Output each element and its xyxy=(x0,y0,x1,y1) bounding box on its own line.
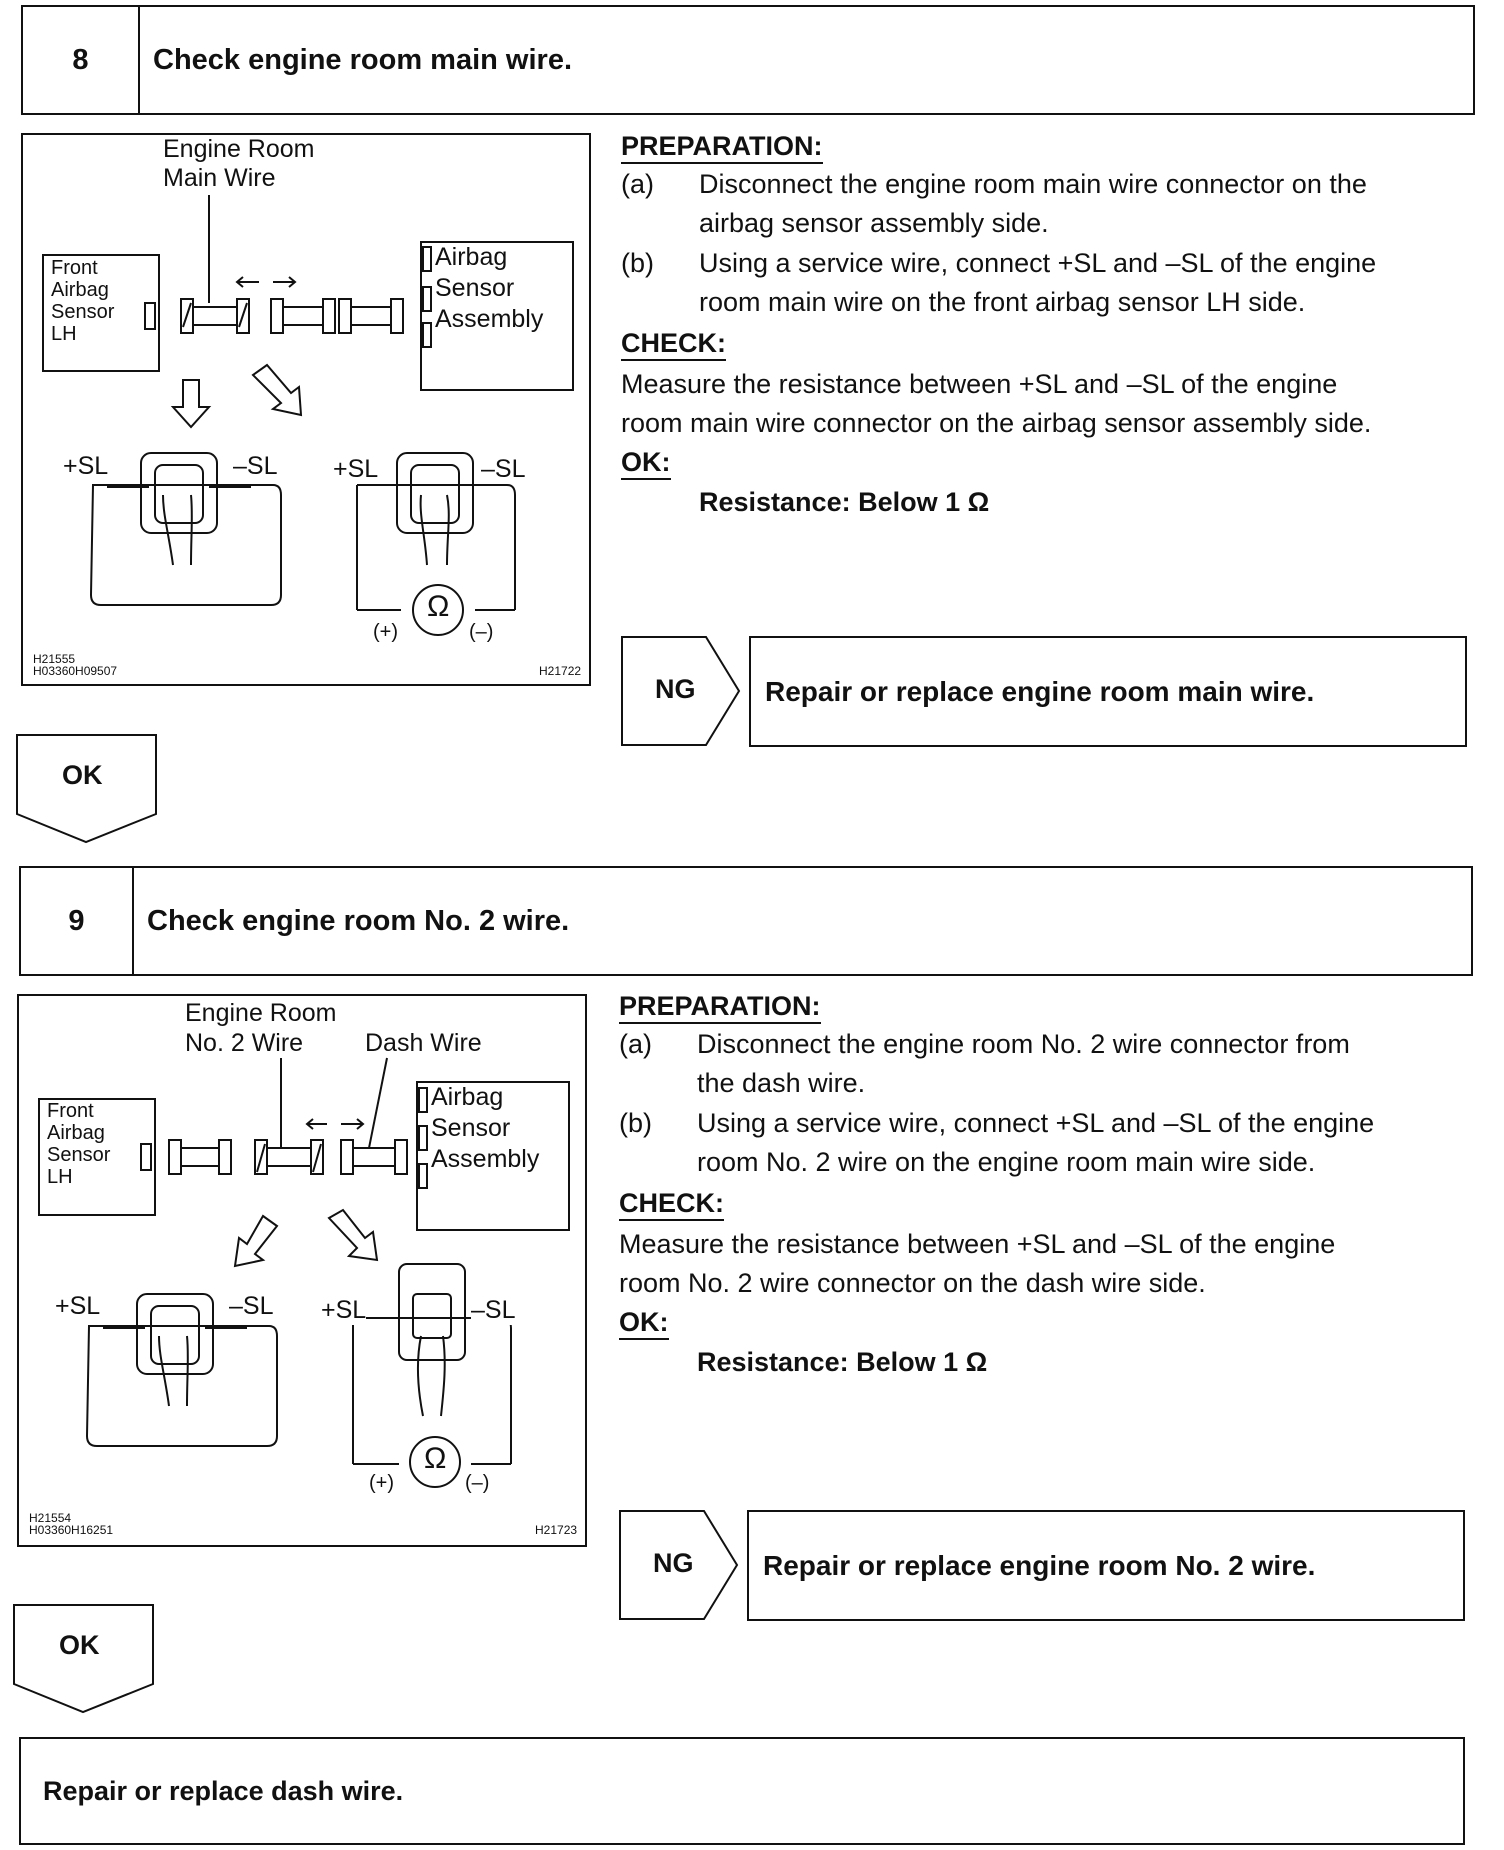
ohm-symbol: Ω xyxy=(427,590,450,623)
plus-sl-left: +SL xyxy=(55,1292,101,1321)
minus-sl-right: –SL xyxy=(481,455,526,484)
label-dash-wire: Dash Wire xyxy=(365,1029,482,1057)
wiring-diagram xyxy=(38,1057,570,1488)
ng-label: NG xyxy=(653,1548,694,1578)
prep-line: Disconnect the engine room main wire con… xyxy=(699,169,1367,199)
check-line: Measure the resistance between +SL and –… xyxy=(619,1229,1336,1259)
ng-label: NG xyxy=(655,674,696,704)
minus-sl-left: –SL xyxy=(229,1292,274,1321)
ok-label: OK xyxy=(59,1630,100,1660)
ng-arrow-shape xyxy=(619,1510,739,1620)
prep-line: the dash wire. xyxy=(697,1068,866,1098)
step-8-figure: Engine Room Main Wire Front Airbag Senso… xyxy=(21,133,591,686)
probe-minus: (–) xyxy=(465,1472,490,1494)
prep-line: Disconnect the engine room No. 2 wire co… xyxy=(697,1029,1350,1059)
final-action-box: Repair or replace dash wire. xyxy=(19,1737,1465,1845)
step-9-figure: Engine Room No. 2 Wire Dash Wire Front A… xyxy=(17,994,587,1547)
label-assy-1: Airbag xyxy=(435,243,508,271)
ng-action-box: Repair or replace engine room No. 2 wire… xyxy=(747,1510,1465,1621)
wiring-diagram xyxy=(42,195,574,636)
label-wire-line2: Main Wire xyxy=(163,164,276,192)
ok-arrow-shape xyxy=(16,734,157,844)
ng-indicator: NG xyxy=(619,1510,739,1621)
prep-line: room No. 2 wire on the engine room main … xyxy=(697,1147,1316,1177)
plus-sl-left: +SL xyxy=(63,452,109,481)
label-assy-3: Assembly xyxy=(435,305,544,333)
label-wire-line1: Engine Room xyxy=(185,999,337,1027)
label-front-3: Sensor xyxy=(47,1144,111,1166)
prep-line: room main wire on the front airbag senso… xyxy=(699,287,1306,317)
ok-arrow-shape xyxy=(13,1604,154,1714)
probe-plus: (+) xyxy=(369,1472,394,1494)
preparation-heading: PREPARATION: xyxy=(619,990,821,1024)
ng-indicator: NG xyxy=(621,636,741,747)
probe-minus: (–) xyxy=(469,621,494,643)
prep-label: (a) xyxy=(619,1029,652,1059)
figure-code-3: H21723 xyxy=(535,1523,578,1537)
check-line: room No. 2 wire connector on the dash wi… xyxy=(619,1268,1206,1298)
ok-heading: OK: xyxy=(621,446,671,480)
ohm-symbol: Ω xyxy=(424,1442,447,1475)
ok-heading: OK: xyxy=(619,1306,669,1340)
preparation-heading: PREPARATION: xyxy=(621,130,823,164)
prep-item-b: (b) Using a service wire, connect +SL an… xyxy=(621,244,1481,324)
check-line: room main wire connector on the airbag s… xyxy=(621,408,1372,438)
ok-indicator: OK xyxy=(13,1604,155,1714)
label-front-3: Sensor xyxy=(51,301,115,323)
step-title: Check engine room No. 2 wire. xyxy=(147,904,570,937)
ok-indicator: OK xyxy=(16,734,158,844)
prep-label: (b) xyxy=(619,1108,652,1138)
check-line: Measure the resistance between +SL and –… xyxy=(621,369,1338,399)
figure-code-1: H21555 xyxy=(33,652,76,666)
probe-plus: (+) xyxy=(373,621,398,643)
resistance-spec: Resistance: Below 1 Ω xyxy=(697,1347,988,1377)
label-front-4: LH xyxy=(51,323,77,345)
label-wire-line2: No. 2 Wire xyxy=(185,1029,304,1057)
label-assy-3: Assembly xyxy=(431,1145,540,1173)
ng-arrow-shape xyxy=(621,636,741,746)
step-number: 8 xyxy=(23,7,140,113)
ok-label: OK xyxy=(62,760,103,790)
minus-sl-right: –SL xyxy=(471,1296,516,1325)
label-front-4: LH xyxy=(47,1166,73,1188)
prep-item-a: (a) Disconnect the engine room No. 2 wir… xyxy=(619,1025,1479,1105)
prep-line: Using a service wire, connect +SL and –S… xyxy=(699,248,1377,278)
figure-code-2: H03360H09507 xyxy=(33,664,118,678)
label-front-1: Front xyxy=(51,257,98,279)
label-front-2: Airbag xyxy=(51,279,109,301)
label-assy-1: Airbag xyxy=(431,1083,504,1111)
label-front-1: Front xyxy=(47,1100,94,1122)
plus-sl-right: +SL xyxy=(333,455,379,484)
ng-action-box: Repair or replace engine room main wire. xyxy=(749,636,1467,747)
step-number: 9 xyxy=(21,868,134,974)
prep-item-b: (b) Using a service wire, connect +SL an… xyxy=(619,1104,1479,1184)
prep-line: Using a service wire, connect +SL and –S… xyxy=(697,1108,1375,1138)
step-9-header: 9 Check engine room No. 2 wire. xyxy=(19,866,1473,976)
prep-line: airbag sensor assembly side. xyxy=(699,208,1049,238)
label-wire-line1: Engine Room xyxy=(163,135,315,163)
check-heading: CHECK: xyxy=(619,1187,724,1221)
prep-item-a: (a) Disconnect the engine room main wire… xyxy=(621,165,1481,245)
step-title: Check engine room main wire. xyxy=(153,43,572,76)
figure-code-1: H21554 xyxy=(29,1511,72,1525)
label-assy-2: Sensor xyxy=(435,274,515,302)
label-front-2: Airbag xyxy=(47,1122,105,1144)
minus-sl-left: –SL xyxy=(233,452,278,481)
step-8-header: 8 Check engine room main wire. xyxy=(21,5,1475,115)
plus-sl-right: +SL xyxy=(321,1296,367,1325)
resistance-spec: Resistance: Below 1 Ω xyxy=(699,487,990,517)
label-assy-2: Sensor xyxy=(431,1114,511,1142)
prep-label: (b) xyxy=(621,248,654,278)
check-heading: CHECK: xyxy=(621,327,726,361)
figure-code-3: H21722 xyxy=(539,664,582,678)
figure-code-2: H03360H16251 xyxy=(29,1523,114,1537)
prep-label: (a) xyxy=(621,169,654,199)
